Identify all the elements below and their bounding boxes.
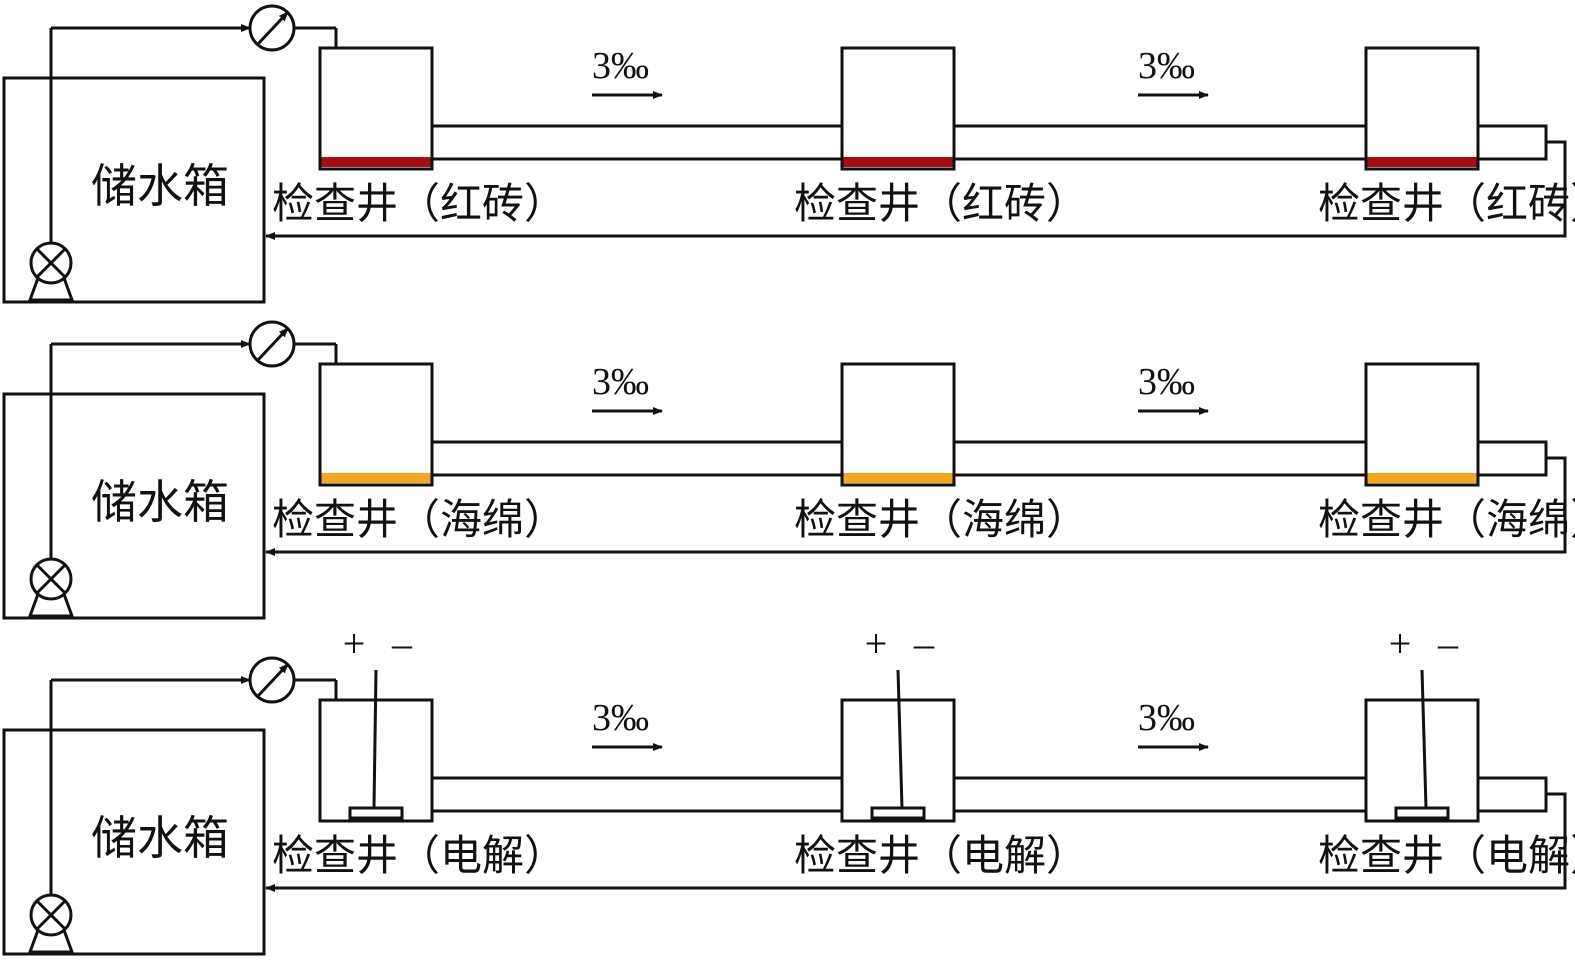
storage-tank-label: 储水箱: [91, 159, 229, 213]
flowmeter-icon: [248, 656, 296, 704]
well-label: 检查井（海绵）: [272, 495, 566, 544]
slope-label: 3‰: [592, 697, 649, 739]
slope-label: 3‰: [592, 361, 649, 403]
inspection-well: 检查井（红砖）: [272, 46, 566, 228]
inspection-well: 检查井（海绵）: [272, 362, 566, 544]
return-pipe: [265, 140, 1567, 240]
inspection-well: +– 检查井（电解）: [794, 621, 1088, 880]
return-pipe: [265, 456, 1567, 556]
connecting-pipe: [952, 440, 1368, 477]
bottom-layer: [321, 157, 431, 167]
well-label: 检查井（电解）: [794, 831, 1088, 880]
well-label: 检查井（海绵）: [1318, 495, 1575, 544]
slope-label: 3‰: [1138, 361, 1195, 403]
electrode-plate: [870, 806, 926, 820]
negative-sign: –: [913, 621, 935, 666]
electrode-icon: [896, 669, 904, 809]
inspection-well: 检查井（海绵）: [1318, 362, 1575, 544]
bottom-layer: [1367, 473, 1477, 483]
connecting-pipe: [952, 776, 1368, 813]
well-box: [840, 362, 956, 487]
inspection-well: 检查井（红砖）: [794, 46, 1088, 228]
pump-icon: [27, 241, 75, 302]
slope-label: 3‰: [592, 45, 649, 87]
outlet-pipe: [1476, 440, 1548, 477]
well-box: [318, 362, 434, 487]
well-box: [318, 46, 434, 171]
well-box: [1364, 362, 1480, 487]
well-label: 检查井（红砖）: [794, 179, 1088, 228]
inspection-well: +– 检查井（电解）: [272, 621, 566, 880]
electrode-plate: [348, 806, 404, 820]
slope-label: 3‰: [1138, 45, 1195, 87]
slope-label: 3‰: [1138, 697, 1195, 739]
bottom-layer: [1367, 157, 1477, 167]
negative-sign: –: [1437, 621, 1459, 666]
bottom-layer: [843, 473, 953, 483]
well-label: 检查井（海绵）: [794, 495, 1088, 544]
connecting-pipe: [430, 776, 844, 813]
electrode-icon: [1420, 669, 1428, 809]
row-3: 储水箱+–检查井（电解）+–检查井（电解）+–检查井（电解）3‰3‰: [2, 621, 1575, 956]
inspection-well: +– 检查井（电解）: [1318, 621, 1575, 880]
well-label: 检查井（红砖）: [1318, 179, 1575, 228]
inspection-well: 检查井（海绵）: [794, 362, 1088, 544]
well-label: 检查井（电解）: [1318, 831, 1575, 880]
well-box: [840, 46, 956, 171]
well-label: 检查井（电解）: [272, 831, 566, 880]
connecting-pipe: [952, 124, 1368, 161]
well-box: [1364, 46, 1480, 171]
storage-tank-label: 储水箱: [91, 475, 229, 529]
outlet-pipe: [1476, 776, 1548, 813]
flowmeter-icon: [248, 320, 296, 368]
connecting-pipe: [430, 440, 844, 477]
positive-sign: +: [343, 621, 366, 666]
negative-sign: –: [391, 621, 413, 666]
storage-tank-label: 储水箱: [91, 811, 229, 865]
storage-tank: [2, 728, 266, 956]
outlet-pipe: [1476, 124, 1548, 161]
bottom-layer: [321, 473, 431, 483]
positive-sign: +: [865, 621, 888, 666]
inspection-well: 检查井（红砖）: [1318, 46, 1575, 228]
bottom-layer: [843, 157, 953, 167]
flowmeter-icon: [248, 4, 296, 52]
pump-icon: [27, 557, 75, 618]
electrode-icon: [372, 669, 378, 809]
electrode-plate: [1394, 806, 1450, 820]
positive-sign: +: [1389, 621, 1412, 666]
well-label: 检查井（红砖）: [272, 179, 566, 228]
return-pipe: [265, 792, 1567, 892]
connecting-pipe: [430, 124, 844, 161]
